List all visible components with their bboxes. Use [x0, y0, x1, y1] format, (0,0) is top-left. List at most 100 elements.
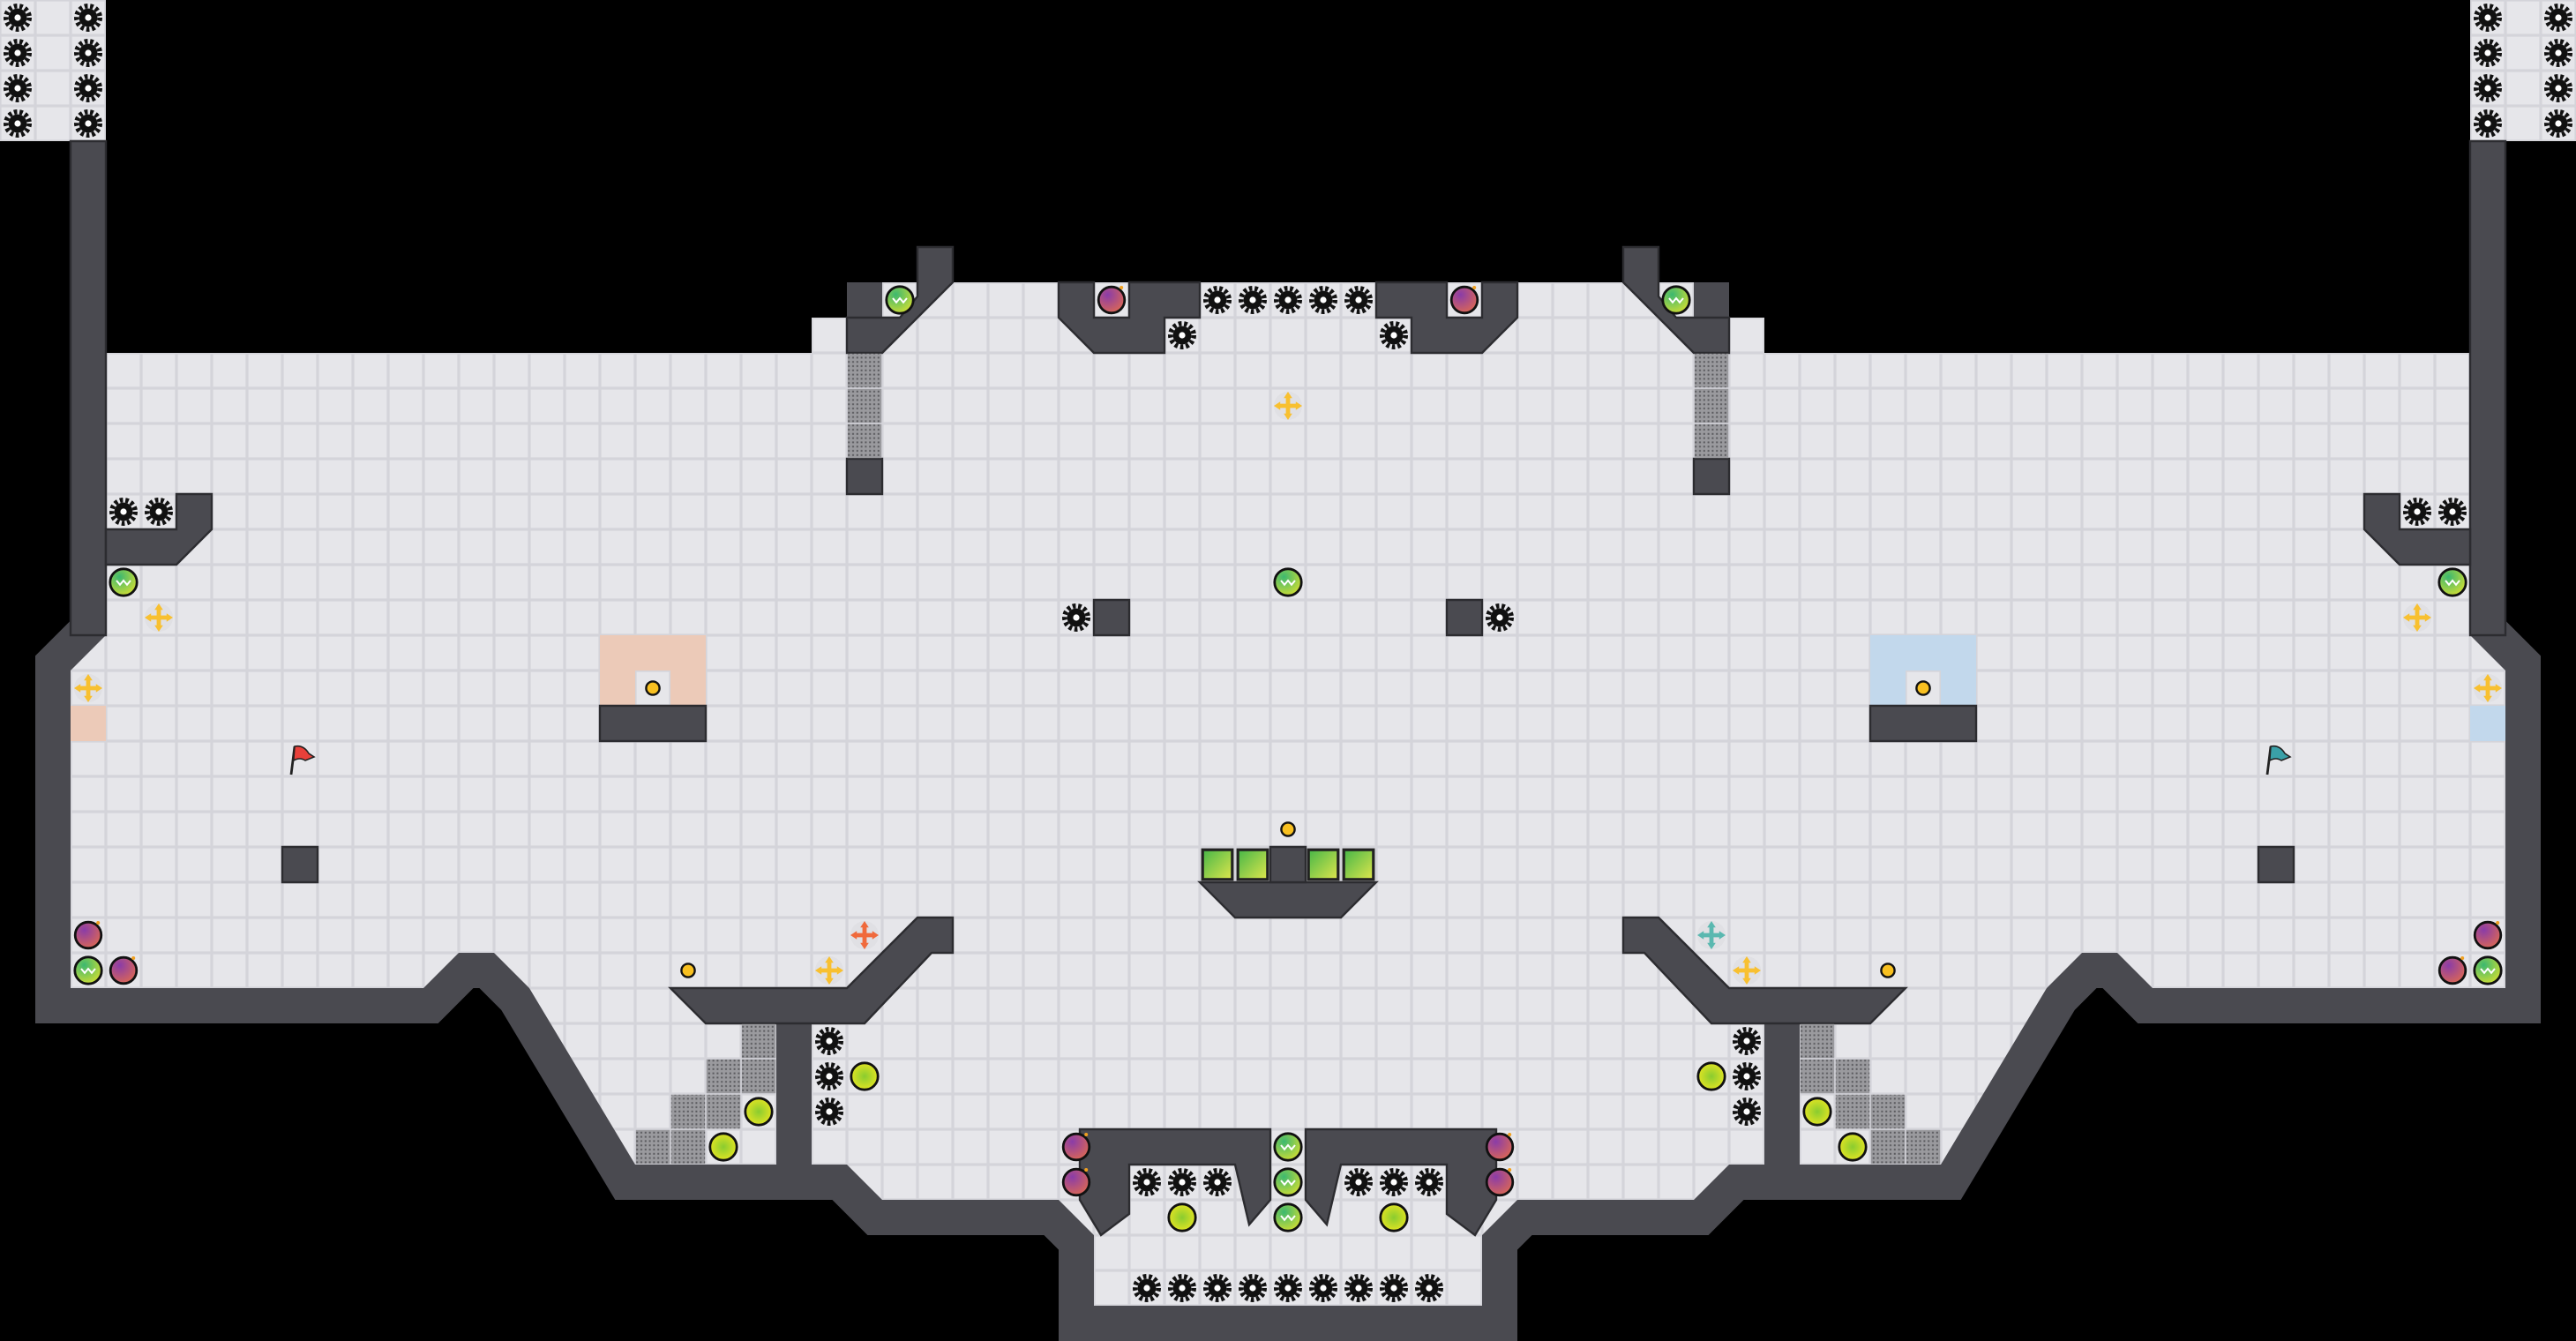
bomb-icon	[73, 920, 103, 950]
boost-cross-icon	[2403, 603, 2431, 632]
spike-icon	[1732, 1062, 1761, 1091]
side-wall	[69, 139, 108, 637]
boost-cross-icon	[145, 603, 173, 632]
spike-icon	[74, 74, 103, 103]
spike-icon	[1379, 1273, 1408, 1302]
button-icon	[1915, 680, 1931, 696]
green-orb-icon	[885, 285, 915, 315]
boost-cross-icon	[74, 674, 102, 702]
void-area	[0, 0, 2576, 353]
green-block-icon	[1201, 848, 1234, 881]
button-icon	[645, 680, 661, 696]
blue-team-tile	[1906, 635, 1941, 670]
green-block-icon	[1307, 848, 1340, 881]
bomb-icon	[1097, 285, 1127, 315]
spike-icon	[3, 74, 33, 103]
button-icon	[1880, 963, 1896, 978]
side-wall	[2468, 139, 2507, 637]
yellow-orb-icon	[850, 1061, 880, 1091]
blue-team-tile	[1870, 670, 1906, 706]
boost-cross-icon	[815, 956, 843, 985]
spike-icon	[1308, 286, 1337, 315]
red-team-tile	[600, 670, 635, 706]
u-wall	[1304, 1127, 1498, 1237]
spike-icon	[74, 3, 103, 33]
yellow-orb-icon	[1802, 1097, 1832, 1127]
grate-icon	[1694, 423, 1729, 459]
bomb-icon	[1485, 1132, 1515, 1162]
blue-team-tile	[2470, 706, 2505, 741]
red-boost-icon	[850, 921, 879, 949]
green-orb-icon	[1661, 285, 1691, 315]
interior-walls	[69, 139, 2507, 1237]
bomb-icon	[109, 955, 139, 985]
void	[1729, 282, 1764, 318]
flag-base-wall	[598, 704, 708, 743]
spike-icon	[74, 38, 103, 67]
button-icon	[680, 963, 696, 978]
wall-block	[2257, 845, 2295, 884]
grate-icon	[635, 1129, 670, 1165]
spike-alcove-wall	[2363, 492, 2472, 566]
green-orb-icon	[73, 955, 103, 985]
spike-icon	[2543, 38, 2572, 67]
blue-team-tile	[1870, 635, 1906, 670]
spike-icon	[74, 109, 103, 139]
red-team-tile	[71, 706, 106, 741]
spike-icon	[2437, 498, 2467, 527]
yellow-orb-icon	[708, 1132, 738, 1162]
red-team-tile	[670, 670, 706, 706]
grate-icon	[706, 1059, 741, 1094]
spike-icon	[2543, 74, 2572, 103]
button-icon	[1280, 821, 1296, 837]
spike-icon	[815, 1027, 844, 1056]
wall-block	[281, 845, 319, 884]
spike-icon	[1273, 286, 1302, 315]
grate-icon	[741, 1023, 776, 1059]
blue-team-tile	[1941, 670, 1976, 706]
floor-area	[71, 282, 2505, 1306]
spike-icon	[145, 498, 174, 527]
green-orb-icon	[1273, 1132, 1303, 1162]
wall-block	[1092, 598, 1131, 637]
spike-icon	[815, 1062, 844, 1091]
grate-icon	[1870, 1129, 1906, 1165]
green-orb-icon	[2473, 955, 2503, 985]
spike-icon	[1732, 1027, 1761, 1056]
void	[0, 0, 2576, 282]
spike-icon	[1202, 286, 1232, 315]
spike-alcove-wall	[104, 492, 213, 566]
spike-icon	[815, 1098, 844, 1127]
spike-icon	[1202, 1273, 1232, 1302]
grate-icon	[1870, 1094, 1906, 1129]
spike-icon	[2473, 38, 2502, 67]
grate-icon	[1694, 388, 1729, 423]
top-pocket-wall	[1057, 281, 1202, 355]
grate-icon	[1694, 353, 1729, 388]
spike-icon	[109, 498, 139, 527]
grate-icon	[847, 388, 882, 423]
grate-icon	[1835, 1094, 1870, 1129]
yellow-orb-icon	[744, 1097, 774, 1127]
bomb-icon	[2437, 955, 2467, 985]
bomb-icon	[1061, 1167, 1091, 1197]
grate-icon	[847, 353, 882, 388]
void	[812, 282, 847, 318]
grate-icon	[1906, 1129, 1941, 1165]
green-orb-icon	[109, 567, 139, 597]
yellow-orb-icon	[1838, 1132, 1868, 1162]
u-wall	[1078, 1127, 1272, 1237]
ramp-wall	[668, 916, 955, 1025]
green-orb-icon	[2437, 567, 2467, 597]
green-orb-icon	[1273, 1202, 1303, 1232]
spike-icon	[1344, 286, 1373, 315]
red-team-tile	[635, 635, 670, 670]
bomb-icon	[1485, 1167, 1515, 1197]
bomb-icon	[1061, 1132, 1091, 1162]
bomb-icon	[2473, 920, 2503, 950]
yellow-orb-icon	[1379, 1202, 1409, 1232]
spike-icon	[1732, 1098, 1761, 1127]
map-items	[3, 3, 2572, 1302]
spike-icon	[2473, 3, 2502, 33]
